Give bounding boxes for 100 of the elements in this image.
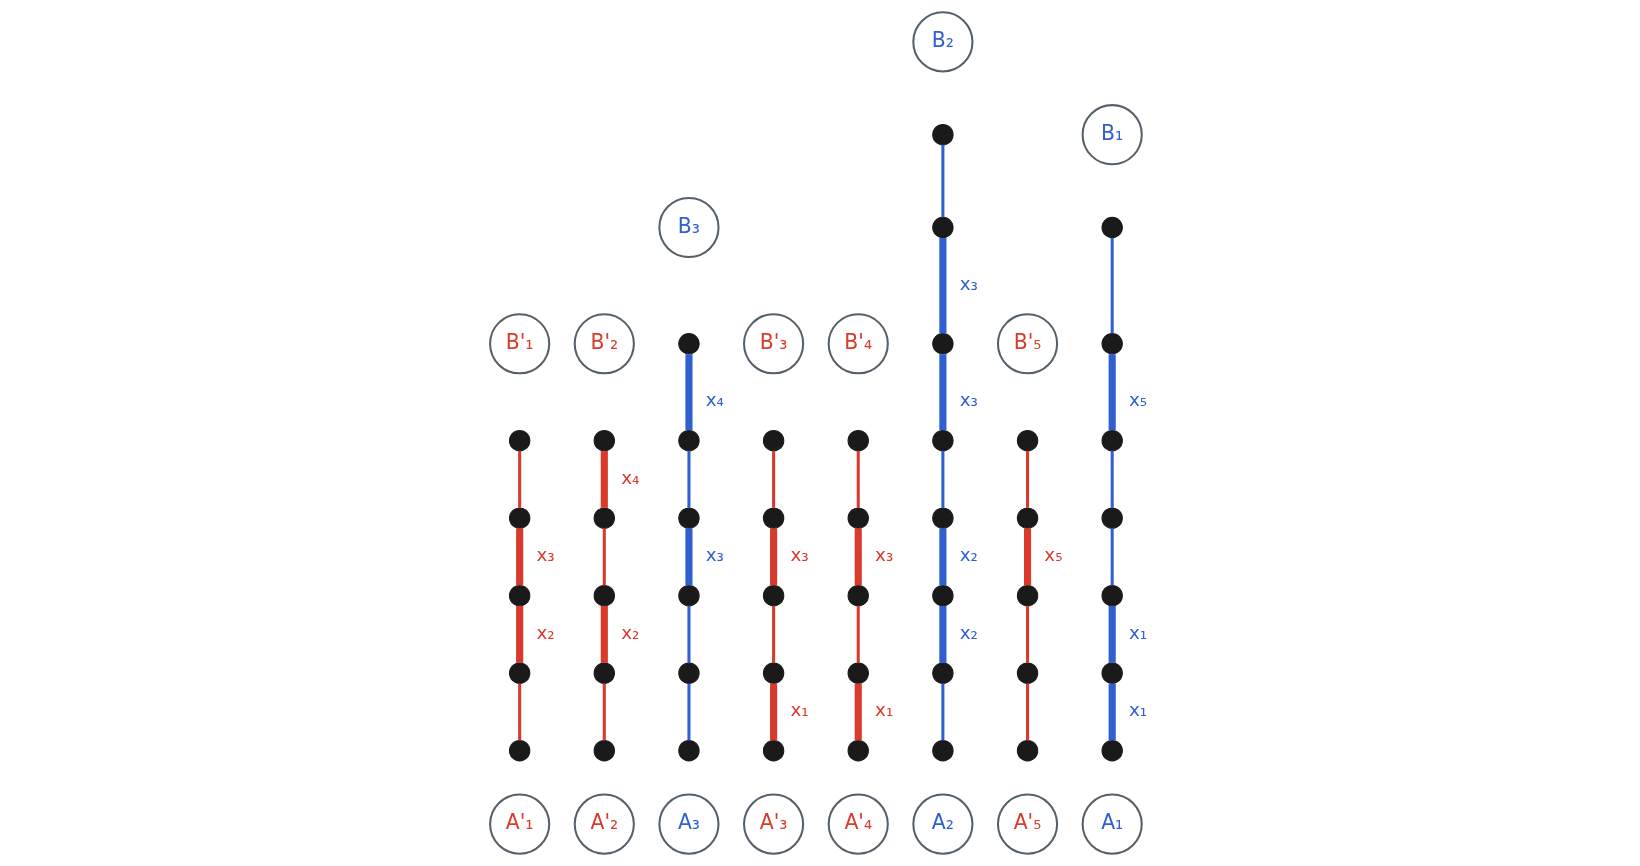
connector (687, 683, 691, 741)
connector (1026, 606, 1030, 663)
node-circle (1101, 216, 1123, 239)
node-circle (932, 216, 954, 239)
node-circle (1101, 507, 1123, 529)
node-circle: A'₅ (996, 793, 1059, 855)
connector (516, 606, 524, 663)
connector (687, 606, 691, 663)
node-circle (593, 584, 615, 607)
node-circle (932, 662, 954, 684)
node-circle (1101, 429, 1123, 452)
edge-label: x₅ (1129, 389, 1148, 411)
node-circle (847, 507, 869, 529)
node-circle (847, 584, 869, 607)
edge-label: x₁ (875, 699, 894, 721)
node-circle (508, 584, 531, 607)
node-circle: B'₃ (743, 313, 805, 375)
connector (854, 528, 862, 586)
node-circle (847, 429, 869, 452)
node-circle (932, 584, 954, 607)
node-circle (593, 429, 615, 452)
node-circle (593, 507, 615, 529)
node-circle (762, 429, 785, 452)
connector (941, 144, 945, 218)
connector (1110, 238, 1114, 334)
node-circle (762, 584, 785, 607)
edge-label: x₃ (959, 389, 978, 411)
node-circle (932, 124, 954, 146)
connector (1026, 683, 1030, 741)
node-circle (508, 429, 531, 452)
node-circle: A₂ (912, 793, 974, 855)
node-circle (678, 429, 700, 452)
node-circle: A'₂ (573, 793, 635, 855)
connector (687, 451, 691, 508)
connector (685, 528, 693, 586)
connector (685, 354, 693, 431)
edge-label: x₁ (790, 699, 809, 721)
node-circle (678, 739, 700, 762)
node-circle: A'₃ (743, 793, 805, 855)
node-circle: B₃ (658, 196, 720, 259)
connector (939, 354, 947, 431)
connector (516, 528, 524, 586)
node-circle (932, 739, 954, 762)
node-circle (678, 662, 700, 684)
edge-label: x₄ (621, 466, 640, 488)
connector (772, 606, 776, 663)
node-circle: A'₄ (827, 793, 889, 855)
connector (1110, 451, 1114, 508)
node-circle: B'₂ (573, 313, 635, 375)
connector (772, 451, 776, 508)
node-circle: A₁ (1081, 793, 1143, 855)
node-circle (678, 584, 700, 607)
connector (1108, 354, 1116, 431)
node-circle: B'₄ (827, 313, 889, 375)
connector (600, 606, 608, 663)
node-circle: B₂ (912, 11, 974, 73)
node-circle (847, 739, 869, 762)
connector (939, 238, 947, 334)
connector (941, 451, 945, 508)
edge-label: x₁ (1129, 699, 1148, 721)
node-circle (762, 739, 785, 762)
connector (770, 528, 778, 586)
node-circle (1016, 584, 1039, 607)
node-circle: B'₅ (996, 313, 1059, 375)
connector (602, 683, 606, 741)
node-circle (1101, 333, 1123, 355)
node-circle (678, 333, 700, 355)
node-circle (1101, 662, 1123, 684)
connector (941, 683, 945, 741)
node-circle (1016, 662, 1039, 684)
node-circle (1101, 739, 1123, 762)
connector (1108, 606, 1116, 663)
node-circle (508, 662, 531, 684)
connector (856, 606, 860, 663)
connector (1023, 528, 1032, 586)
edge-label: x₂ (959, 544, 978, 566)
node-circle (762, 507, 785, 529)
edge-label: x₃ (536, 544, 555, 566)
connector (602, 528, 606, 586)
connector (939, 528, 947, 586)
connector (600, 451, 608, 508)
edge-label: x₂ (959, 621, 978, 643)
node-circle (1016, 507, 1039, 529)
node-circle: B₁ (1081, 104, 1143, 166)
connector (770, 683, 778, 741)
node-circle (932, 333, 954, 355)
edge-label: x₃ (875, 544, 894, 566)
node-circle: A₃ (658, 793, 720, 855)
node-circle (593, 739, 615, 762)
node-circle (593, 662, 615, 684)
edge-label: x₃ (959, 273, 978, 295)
edge-label: x₂ (621, 621, 640, 643)
connector (939, 606, 947, 663)
connector (1026, 451, 1030, 508)
edge-label: x₄ (705, 389, 724, 411)
edge-label: x₂ (536, 621, 555, 643)
node-circle (932, 507, 954, 529)
connector (1110, 528, 1114, 586)
connector (518, 451, 522, 508)
connector (1108, 683, 1116, 741)
